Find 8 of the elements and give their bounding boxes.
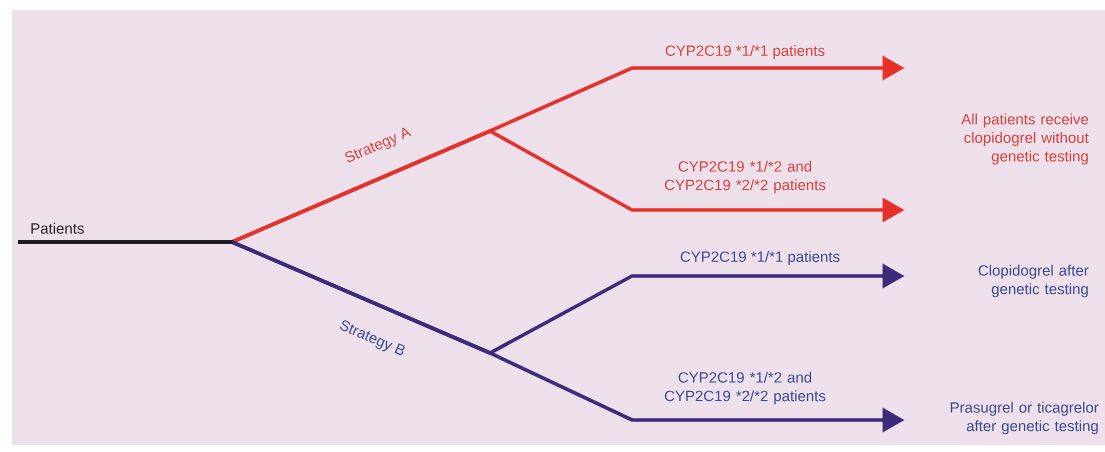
edge-label: CYP2C19 *1/*2 and CYP2C19 *2/*2 patients xyxy=(664,160,826,194)
outcome-text: Prasugrel or ticagrelor after genetic testing xyxy=(950,401,1099,435)
outcome-text: Clopidogrel after genetic testing xyxy=(978,264,1089,298)
start-label: Patients xyxy=(31,222,84,234)
edge-label: CYP2C19 *1/*2 and CYP2C19 *2/*2 patients xyxy=(664,371,826,405)
outcome-text: All patients receive clopidogrel without genetic testing xyxy=(961,113,1089,165)
edge-label: CYP2C19 *1/*1 patients xyxy=(665,45,825,59)
edge-label: CYP2C19 *1/*1 patients xyxy=(680,251,840,265)
